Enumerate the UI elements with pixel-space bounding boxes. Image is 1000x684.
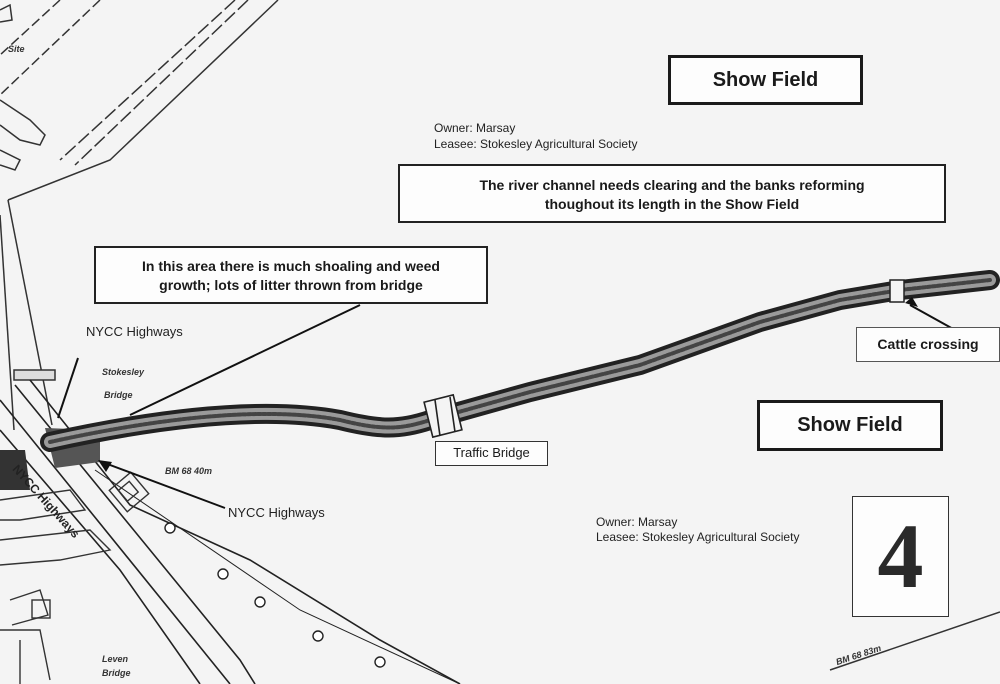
tree-symbols: [164, 522, 386, 668]
owner-label-top: Owner: Marsay: [434, 121, 516, 135]
road-features: [0, 471, 150, 684]
stokesley-bridge-label: Stokesley: [102, 367, 145, 377]
owner-label-bottom: Owner: Marsay: [596, 515, 678, 529]
bridge-hatch: [0, 450, 30, 490]
traffic-bridge-structure: [423, 393, 463, 439]
bridge-label: Bridge: [104, 390, 133, 400]
lessee-label-top: Leasee: Stokesley Agricultural Society: [434, 137, 638, 151]
show-field-label-top: Show Field: [668, 55, 863, 105]
shoaling-note: In this area there is much shoaling and …: [94, 246, 488, 304]
cattle-crossing-label: Cattle crossing: [856, 327, 1000, 362]
field-edge-bottom-right: [829, 611, 1000, 671]
railway-lines: [0, 0, 279, 201]
leven-label: Leven: [102, 654, 129, 664]
buildings-top-left: [0, 3, 46, 171]
cattle-crossing-structure: [889, 279, 905, 303]
section-number-box: 4: [852, 496, 949, 617]
river-note-line-2: thoughout its length in the Show Field: [544, 196, 800, 212]
shoaling-note-line-1: In this area there is much shoaling and …: [142, 258, 440, 274]
arrow-highways: [98, 460, 112, 472]
river-clearing-note: The river channel needs clearing and the…: [398, 164, 946, 223]
leader-lines: [57, 304, 956, 509]
river-note-line-1: The river channel needs clearing and the…: [479, 177, 865, 193]
traffic-bridge-label: Traffic Bridge: [435, 441, 548, 466]
field-boundary-left: [0, 199, 56, 431]
shoaling-note-line-2: growth; lots of litter thrown from bridg…: [159, 277, 423, 293]
road: [0, 379, 461, 684]
show-field-label-bottom: Show Field: [757, 400, 943, 451]
section-number: 4: [877, 505, 924, 607]
site-label: Site: [8, 44, 25, 54]
benchmark-label-1: BM 68 40m: [165, 466, 213, 476]
nycc-highways-label-lower: NYCC Highways: [228, 505, 325, 520]
lessee-label-bottom: Leasee: Stokesley Agricultural Society: [596, 530, 800, 544]
leven-bridge-label: Bridge: [102, 668, 131, 678]
arrow-cattle: [905, 297, 918, 307]
nycc-highways-label-upper: NYCC Highways: [86, 324, 183, 339]
